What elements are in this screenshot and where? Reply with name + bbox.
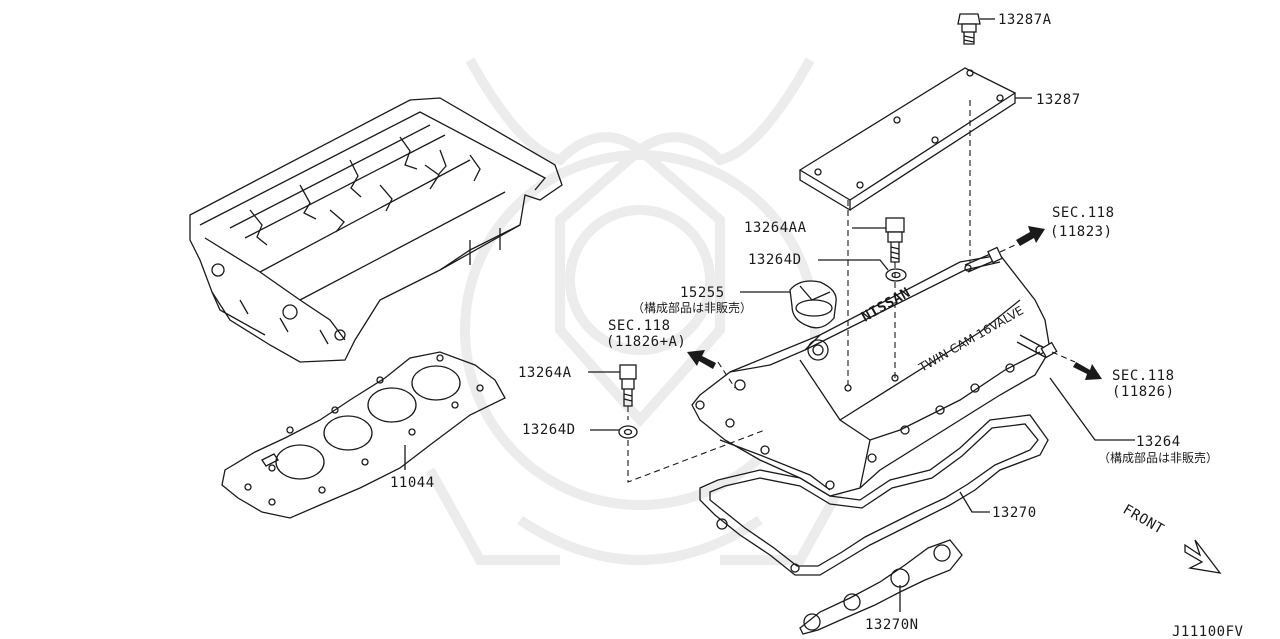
label-13287A: 13287A	[998, 12, 1052, 28]
leader-13270	[959, 491, 990, 513]
sec-11826A-title: SEC.118	[608, 318, 671, 334]
note-13264: （構成部品は非販売）	[1098, 450, 1218, 465]
label-13264D-top: 13264D	[748, 252, 802, 268]
label-13270N: 13270N	[865, 617, 919, 633]
assembly-dashed-lines	[627, 100, 1076, 483]
label-13264D-left: 13264D	[522, 422, 576, 438]
valve-cover-13264: NISSAN TWIN CAM 16VALVE	[691, 254, 1051, 497]
sec-11823-title: SEC.118	[1052, 205, 1115, 221]
label-13264A: 13264A	[518, 365, 572, 381]
arrow-sec-11823	[1016, 226, 1045, 246]
label-13287: 13287	[1036, 92, 1081, 108]
cylinder-head-illustration	[189, 97, 563, 363]
arrow-sec-11826A	[687, 350, 716, 369]
baffle-plate-13287	[798, 67, 1017, 212]
bolt-13287A	[957, 13, 981, 45]
arrow-sec-11826	[1073, 362, 1102, 380]
note-15255: （構成部品は非販売）	[632, 300, 752, 315]
sec-11823-code: (11823)	[1050, 224, 1113, 240]
washer-13264D-top	[885, 268, 907, 282]
diagram-code: J11100FV	[1172, 624, 1244, 639]
label-13270: 13270	[992, 505, 1037, 521]
valve-cover-gasket-13270	[699, 414, 1049, 576]
washer-13264D-left	[618, 425, 638, 439]
bolt-13264AA	[885, 217, 905, 263]
leader-13264D-top	[818, 259, 889, 271]
head-gasket-11044	[221, 351, 506, 519]
sec-11826-title: SEC.118	[1112, 368, 1175, 384]
sec-11826-code: (11826)	[1112, 384, 1175, 400]
label-15255: 15255	[680, 285, 725, 301]
label-11044: 11044	[390, 475, 435, 491]
watermark-emblem	[425, 57, 855, 565]
breather-pipes	[964, 246, 1058, 359]
front-arrow	[1184, 539, 1222, 574]
label-13264AA: 13264AA	[744, 220, 807, 236]
plug-gasket-13270N	[799, 539, 963, 635]
label-13264: 13264	[1136, 434, 1181, 450]
front-label: FRONT	[1120, 502, 1167, 538]
leader-13264	[1049, 377, 1135, 441]
oil-cap-15255	[789, 280, 837, 329]
sec-11826A-code: (11826+A)	[606, 334, 686, 350]
